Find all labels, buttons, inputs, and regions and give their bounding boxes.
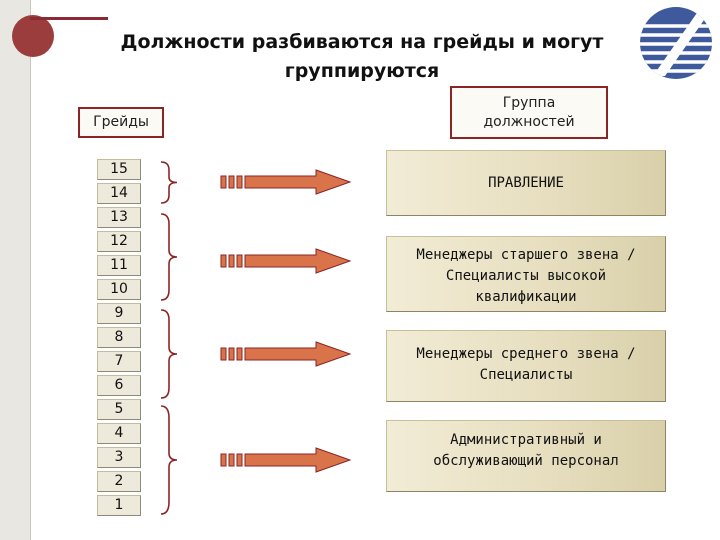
brace-icon [160,309,178,399]
top-accent-line [30,17,108,20]
grade-cell: 15 [97,159,141,180]
position-group-header: Группа должностей [450,86,608,139]
slide-title: Должности разбиваются на грейды и могут … [120,31,604,82]
company-logo-icon [640,7,712,79]
arrow-icon [220,341,352,367]
grade-cell: 13 [97,207,141,228]
position-group-admin: Административный и обслуживающий персона… [386,420,666,492]
arrow-icon [220,169,352,195]
left-decor-strip [0,0,30,540]
grade-cell: 1 [97,495,141,516]
grade-cell: 6 [97,375,141,396]
red-circle-decor [12,15,54,57]
brace-icon [160,161,178,204]
grade-cell: 4 [97,423,141,444]
grade-cell: 11 [97,255,141,276]
grade-cell: 5 [97,399,141,420]
grade-cell: 9 [97,303,141,324]
grade-cell: 7 [97,351,141,372]
grade-cell: 8 [97,327,141,348]
position-group-board: ПРАВЛЕНИЕ [386,150,666,216]
arrow-icon [220,447,352,473]
grades-header: Грейды [78,107,164,138]
position-group-label: Менеджеры старшего звена / Специалисты в… [416,247,636,305]
position-group-middle: Менеджеры среднего звена / Специалисты [386,330,666,402]
grade-cell: 14 [97,183,141,204]
brace-icon [160,405,178,515]
arrow-icon [220,248,352,274]
position-group-label: Менеджеры среднего звена / Специалисты [416,346,636,383]
grade-cell: 12 [97,231,141,252]
grade-cell: 3 [97,447,141,468]
grade-cell: 2 [97,471,141,492]
position-group-label: Административный и обслуживающий персона… [433,432,619,469]
brace-icon [160,213,178,301]
position-group-senior: Менеджеры старшего звена / Специалисты в… [386,236,666,312]
grade-cell: 10 [97,279,141,300]
left-decor-line [30,0,31,540]
position-group-label: ПРАВЛЕНИЕ [488,175,564,191]
